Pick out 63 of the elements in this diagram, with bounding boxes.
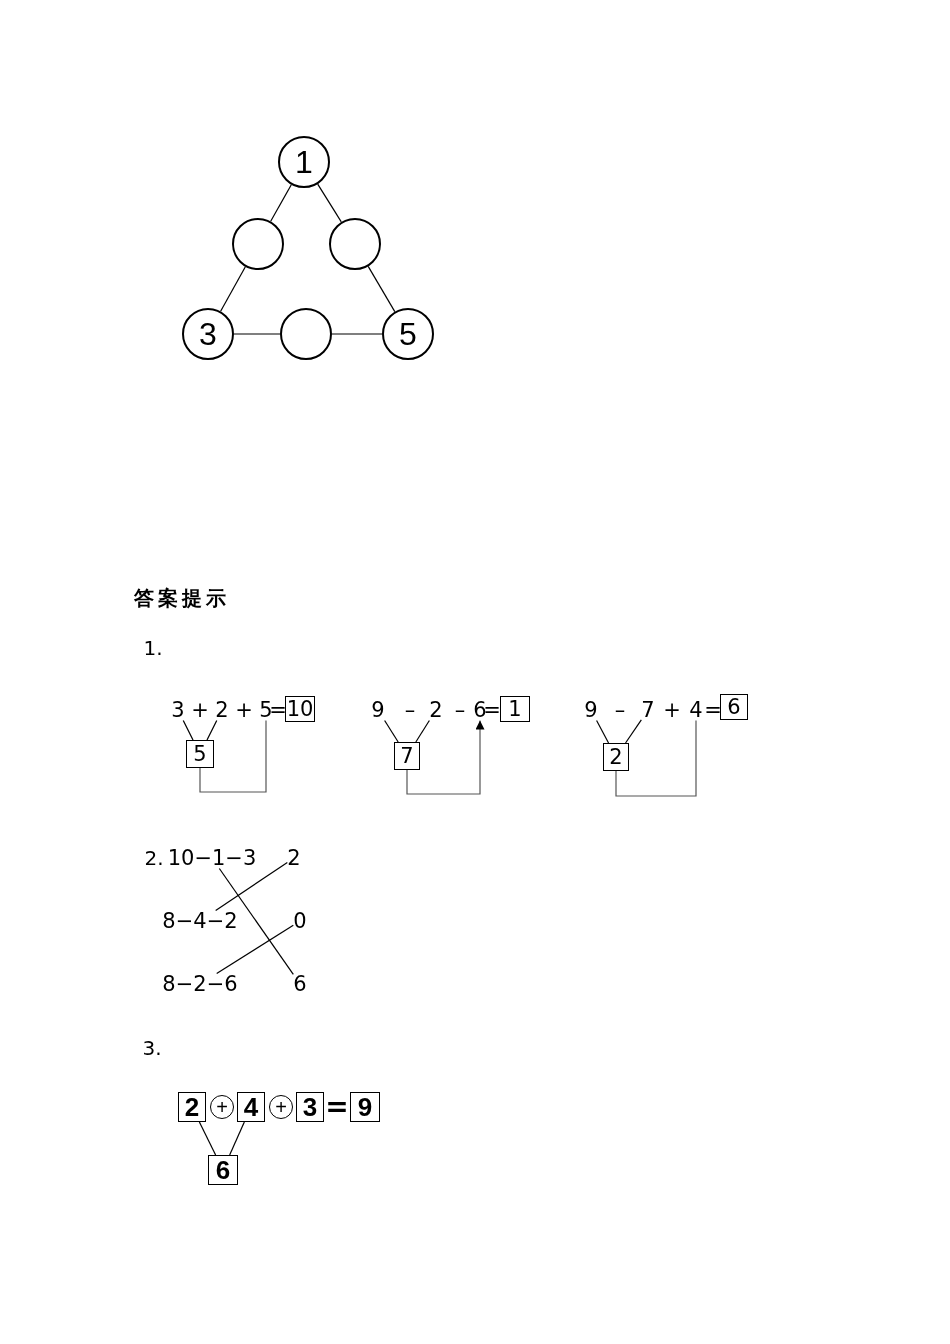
blank-circle [232, 218, 284, 270]
expression-text: 8−2−6 [162, 973, 238, 995]
number-box: 2 [178, 1092, 206, 1122]
section-heading: 答案提示 [134, 588, 230, 608]
connector-line [215, 861, 288, 912]
blank-circle [280, 308, 332, 360]
connector-line [198, 1121, 217, 1156]
number-text: 9 [371, 699, 385, 721]
number-text: 9 [584, 699, 598, 721]
connector-line [270, 184, 292, 222]
number-box: 6 [208, 1155, 238, 1185]
question-number: 2. [144, 848, 164, 868]
connector-line [596, 719, 610, 744]
number-text: 7 [641, 699, 655, 721]
number-text: 4 [689, 699, 703, 721]
blank-circle [329, 218, 381, 270]
connector-line [216, 924, 294, 975]
connector-line [384, 719, 399, 743]
number-text: 6 [473, 699, 487, 721]
number-box: 9 [350, 1092, 380, 1122]
operator-sign: + [191, 699, 209, 721]
answer-box: 2 [603, 743, 629, 771]
number-circle: 1 [278, 136, 330, 188]
answer-box: 6 [720, 694, 748, 720]
operator-sign: + [235, 699, 253, 721]
answer-box: 1 [500, 696, 530, 722]
number-box: 4 [237, 1092, 265, 1122]
answer-box: 7 [394, 742, 420, 770]
expression-text: 8−4−2 [162, 910, 238, 932]
connector-line [317, 183, 342, 223]
operator-sign: + [663, 699, 681, 721]
question-number: 3. [142, 1038, 162, 1058]
connector-line [206, 719, 218, 741]
number-box: 3 [296, 1092, 324, 1122]
operator-sign: – [614, 699, 626, 721]
operator-sign: – [454, 699, 466, 721]
operator-sign: – [404, 699, 416, 721]
connector-line [415, 719, 430, 743]
number-text: 3 [171, 699, 185, 721]
operator-sign: = [704, 699, 722, 721]
connector-line [199, 719, 267, 793]
number-text: 0 [293, 910, 307, 932]
number-text: 2 [429, 699, 443, 721]
connector-line [331, 333, 383, 335]
question-number: 1. [143, 638, 163, 658]
connector-line [233, 333, 281, 335]
number-circle: 3 [182, 308, 234, 360]
connector-line [229, 1121, 245, 1156]
connector-line [624, 719, 642, 744]
operator-sign: = [325, 1093, 349, 1121]
connector-line [615, 719, 697, 797]
expression-text: 10−1−3 [167, 847, 257, 869]
connector-line [367, 265, 396, 313]
number-text: 6 [293, 973, 307, 995]
connector-line [220, 266, 246, 312]
connector-line [218, 867, 294, 975]
number-text: 2 [215, 699, 229, 721]
connector-line [182, 719, 194, 741]
number-text: 2 [287, 847, 301, 869]
arrow [406, 719, 485, 795]
answer-box: 5 [186, 740, 214, 768]
number-circle: 5 [382, 308, 434, 360]
answer-box: 10 [285, 696, 315, 722]
